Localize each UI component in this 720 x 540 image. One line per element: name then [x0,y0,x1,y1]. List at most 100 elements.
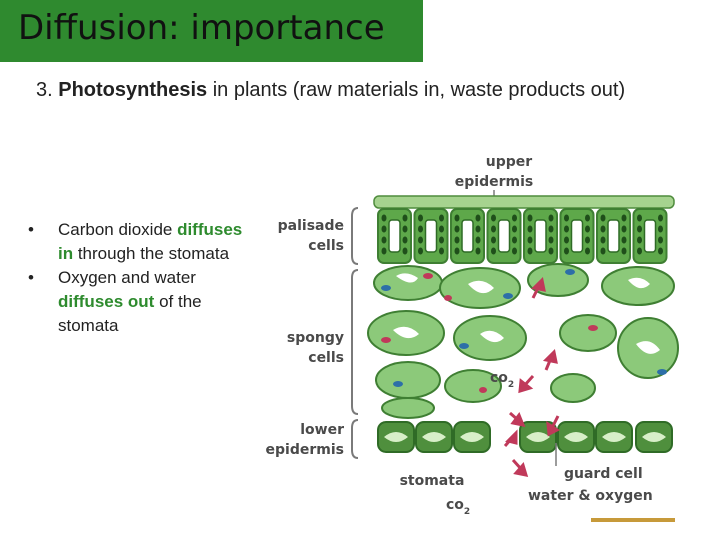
chloroplast [439,247,444,255]
chloroplast [402,236,408,244]
palisade-layer [377,208,668,264]
chloroplast [621,236,627,244]
chloroplast [418,236,423,244]
chloroplast [454,247,460,255]
chloroplast [475,214,481,222]
chloroplast [637,225,642,233]
chloroplast [512,214,517,222]
co2-label-bottom: co2 [446,497,470,517]
chloroplast [658,247,663,255]
chloroplast [454,236,460,244]
chloroplast [418,214,423,222]
chloroplast [564,236,569,244]
label-stomata: stomata [400,473,465,489]
chloroplast [512,247,517,255]
palisade-vacuole [424,219,438,253]
chloroplast [381,247,387,255]
chloroplast [637,214,642,222]
chloroplast [418,247,423,255]
chloroplast [548,236,554,244]
co2-text: co [490,370,508,386]
ground-strip [591,518,675,522]
bullet-item: • Oxygen and water diffuses out of the st… [28,266,260,338]
chloroplast [585,225,590,233]
label-spongy: spongy [287,330,344,346]
bullet-text: Oxygen and water [58,268,196,287]
title-banner: Diffusion: importance [0,0,423,62]
chloroplast [621,225,627,233]
chloroplast [564,247,569,255]
bracket-palisade [351,207,359,265]
chloroplast [658,214,663,222]
chloroplast [491,214,496,222]
co2-subscript: 2 [464,507,470,517]
chloroplast [475,236,481,244]
chloroplast [564,225,569,233]
bullet-list: •Carbon dioxide diffuses in through the … [28,218,260,338]
chloroplast [621,214,627,222]
label-guard-cell: guard cell [564,466,643,482]
chloroplast [381,236,387,244]
slide-title: Diffusion: importance [18,8,385,48]
upper-epidermis-layer [373,195,675,209]
subtitle-rest: in plants (raw materials in, waste produ… [207,79,626,101]
chloroplast [585,236,590,244]
chloroplast [439,225,444,233]
chloroplast [548,247,554,255]
label-lower-epidermis: epidermis [266,442,344,458]
subtitle-number: 3. [36,79,59,101]
chloroplast [439,236,444,244]
bullet-text: through the stomata [73,244,230,263]
cell-interior [642,432,666,442]
chloroplast [527,225,533,233]
bullet-item: •Carbon dioxide diffuses in through the … [28,218,260,266]
chloroplast [381,214,387,222]
chloroplast [548,225,554,233]
cell-interior [602,432,626,442]
lower-epidermis-layer [377,421,673,453]
chloroplast [475,225,481,233]
label-palisade: palisade [278,218,344,234]
cell-interior [564,432,588,442]
chloroplast [381,225,387,233]
cell-interior [526,432,550,442]
label-spongy-cells: cells [308,350,344,366]
chloroplast [548,214,554,222]
chloroplast [621,247,627,255]
label-palisade-cells: cells [308,238,344,254]
palisade-vacuole [534,219,547,253]
bullet-marker: • [28,268,34,287]
chloroplast [600,236,606,244]
chloroplast [454,225,460,233]
chloroplast [512,236,517,244]
chloroplast [658,236,663,244]
chloroplast [527,247,533,255]
chloroplast [637,236,642,244]
chloroplast [439,214,444,222]
chloroplast [564,214,569,222]
gas-exchange-arrows [503,276,560,477]
spongy-layer [367,263,679,419]
chloroplast [491,225,496,233]
cell-interior [460,432,484,442]
bullet-highlight: diffuses out [58,292,155,311]
palisade-vacuole [570,219,584,253]
bullet-text: of the stomata [58,292,202,335]
chloroplast [402,214,408,222]
chloroplast [585,214,590,222]
bullet-highlight: diffuses in [58,220,243,263]
palisade-vacuole [461,219,474,253]
leaf-cross-section-diagram: upper epidermis palisade cells spongy ce… [266,154,679,522]
chloroplast [475,247,481,255]
chloroplast [527,236,533,244]
chloroplast [585,247,590,255]
cell-interior [422,432,446,442]
chloroplast [491,247,496,255]
cell-interior [384,432,408,442]
chloroplast [600,247,606,255]
co2-text: co [446,497,464,513]
label-lower: lower [300,422,344,438]
chloroplast [600,214,606,222]
co2-label-mid: co2 [490,370,514,390]
bullet-marker: • [28,220,34,239]
